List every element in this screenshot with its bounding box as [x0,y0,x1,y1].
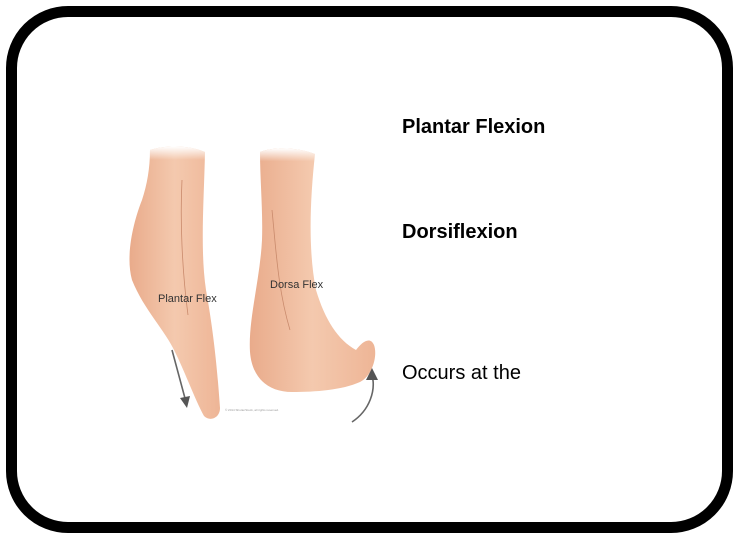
occurs-at-text: Occurs at the [402,362,521,385]
plantar-flexion-foot: Plantar Flex © 2014 ShutterStock, all ri… [129,146,279,418]
down-arrow-head-icon [180,396,190,408]
foot-flexion-illustration: Plantar Flex © 2014 ShutterStock, all ri… [120,140,390,430]
dorsa-flex-label: Dorsa Flex [270,279,324,291]
copyright-note: © 2014 ShutterStock, all rights reserved… [225,408,279,412]
dorsiflexion-foot: Dorsa Flex [250,148,378,422]
plantar-flex-label: Plantar Flex [158,293,217,305]
plantar-flexion-heading: Plantar Flexion [402,116,545,139]
dorsiflexion-heading: Dorsiflexion [402,221,518,244]
